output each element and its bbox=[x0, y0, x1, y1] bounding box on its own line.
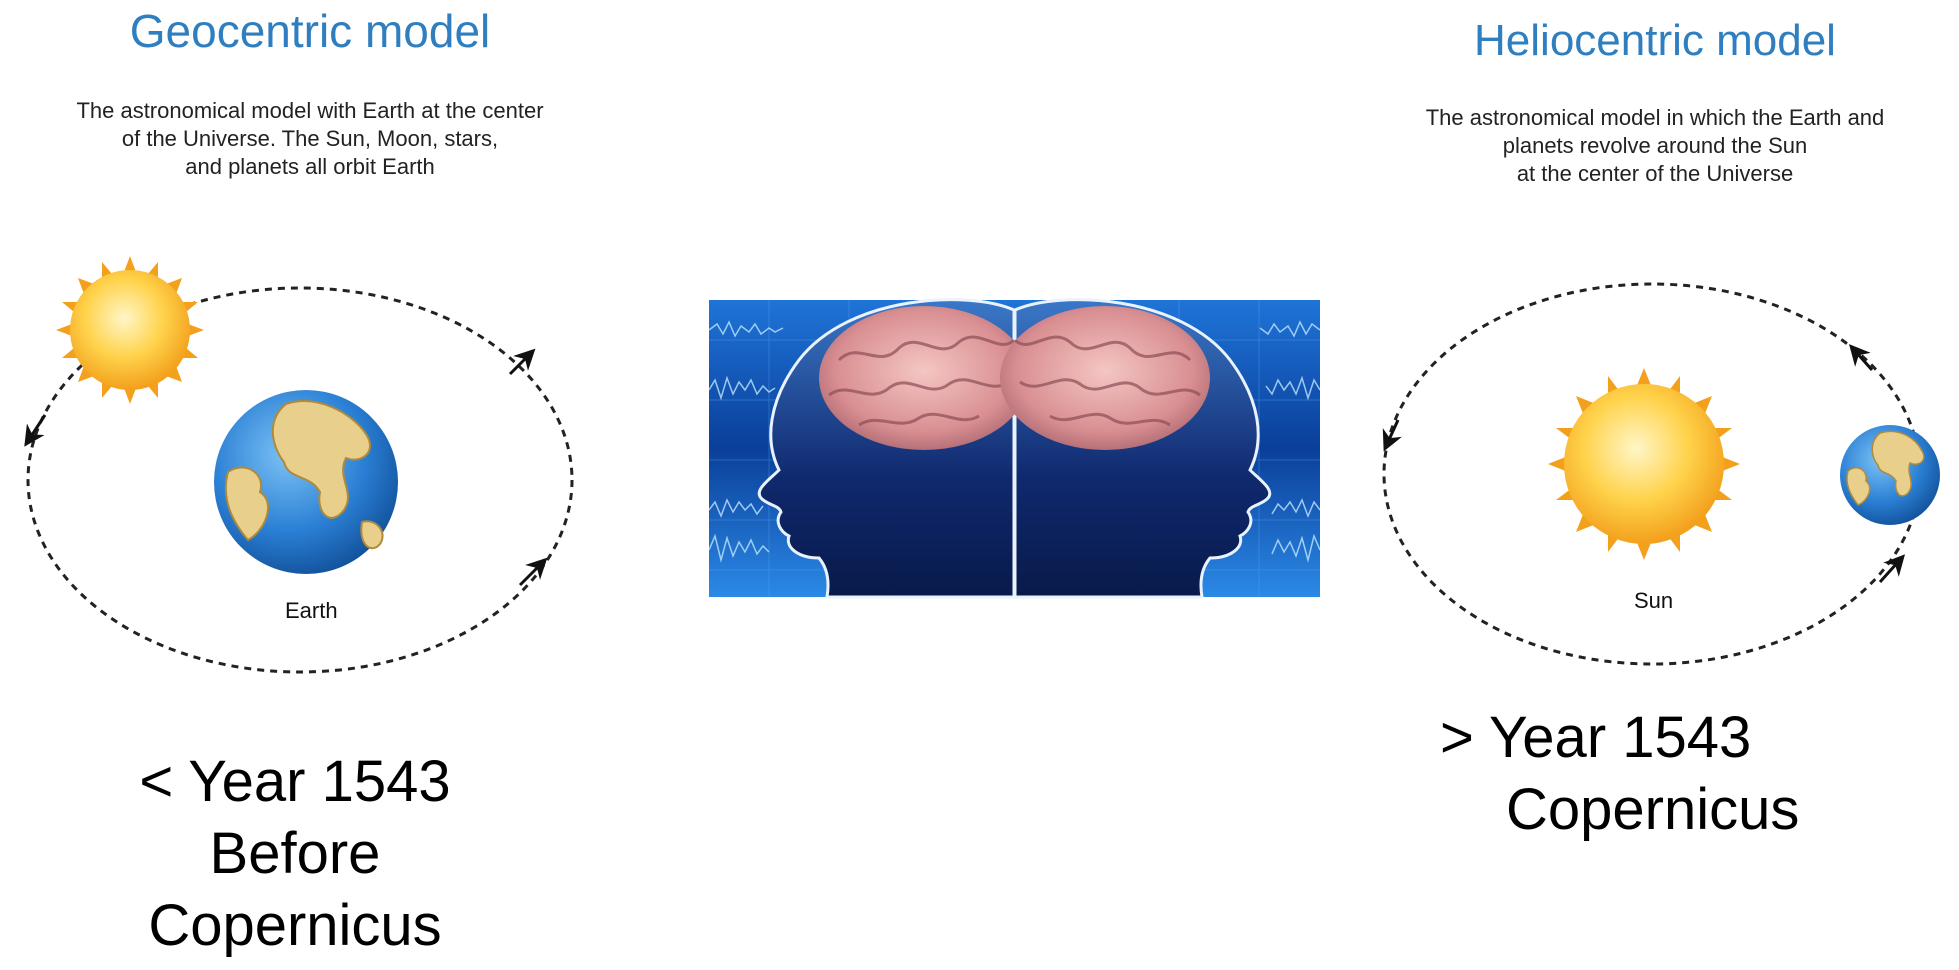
heliocentric-diagram bbox=[1382, 282, 1940, 666]
caption-line: > Year 1543 bbox=[1440, 705, 1752, 770]
orbit-arrow bbox=[508, 348, 536, 376]
caption-line: Before bbox=[209, 821, 381, 886]
sun-icon bbox=[56, 256, 204, 404]
geocentric-description-line: of the Universe. The Sun, Moon, stars, bbox=[121, 126, 499, 151]
caption-line: < Year 1543 bbox=[139, 749, 451, 814]
geocentric-description-line: The astronomical model with Earth at the… bbox=[76, 98, 544, 123]
brain-profile-image bbox=[708, 298, 1321, 599]
left-brain-icon bbox=[819, 306, 1029, 450]
orbit-path bbox=[26, 286, 574, 674]
right-brain-icon bbox=[1000, 306, 1210, 450]
heliocentric-title: Heliocentric model bbox=[1474, 16, 1836, 65]
geocentric-diagram bbox=[24, 256, 574, 674]
caption-line: Copernicus bbox=[1506, 777, 1800, 842]
orbit-arrow bbox=[24, 414, 47, 447]
geocentric-title: Geocentric model bbox=[129, 5, 491, 57]
caption-line: Copernicus bbox=[148, 893, 442, 958]
heliocentric-center-label: Sun bbox=[1634, 588, 1674, 613]
heliocentric-description-line: The astronomical model in which the Eart… bbox=[1425, 105, 1885, 130]
orbit-arrow bbox=[1878, 554, 1906, 584]
heliocentric-description-line: at the center of the Universe bbox=[1516, 161, 1794, 186]
heliocentric-description-line: planets revolve around the Sun bbox=[1502, 133, 1808, 158]
sun-icon bbox=[1548, 368, 1740, 560]
earth-icon bbox=[214, 390, 398, 574]
geocentric-center-label: Earth bbox=[285, 598, 338, 623]
heliocentric-description: The astronomical model in which the Eart… bbox=[1390, 104, 1920, 188]
orbit-arrow bbox=[1382, 419, 1402, 452]
geocentric-year-caption: < Year 1543 Before Copernicus bbox=[130, 746, 460, 962]
geocentric-description-line: and planets all orbit Earth bbox=[185, 154, 435, 179]
orbit-arrow bbox=[518, 557, 548, 587]
geocentric-description: The astronomical model with Earth at the… bbox=[40, 97, 580, 181]
orbit-arrow bbox=[1849, 344, 1874, 371]
heliocentric-year-caption: > Year 1543 Copernicus bbox=[1440, 702, 1820, 846]
earth-icon bbox=[1840, 425, 1940, 525]
